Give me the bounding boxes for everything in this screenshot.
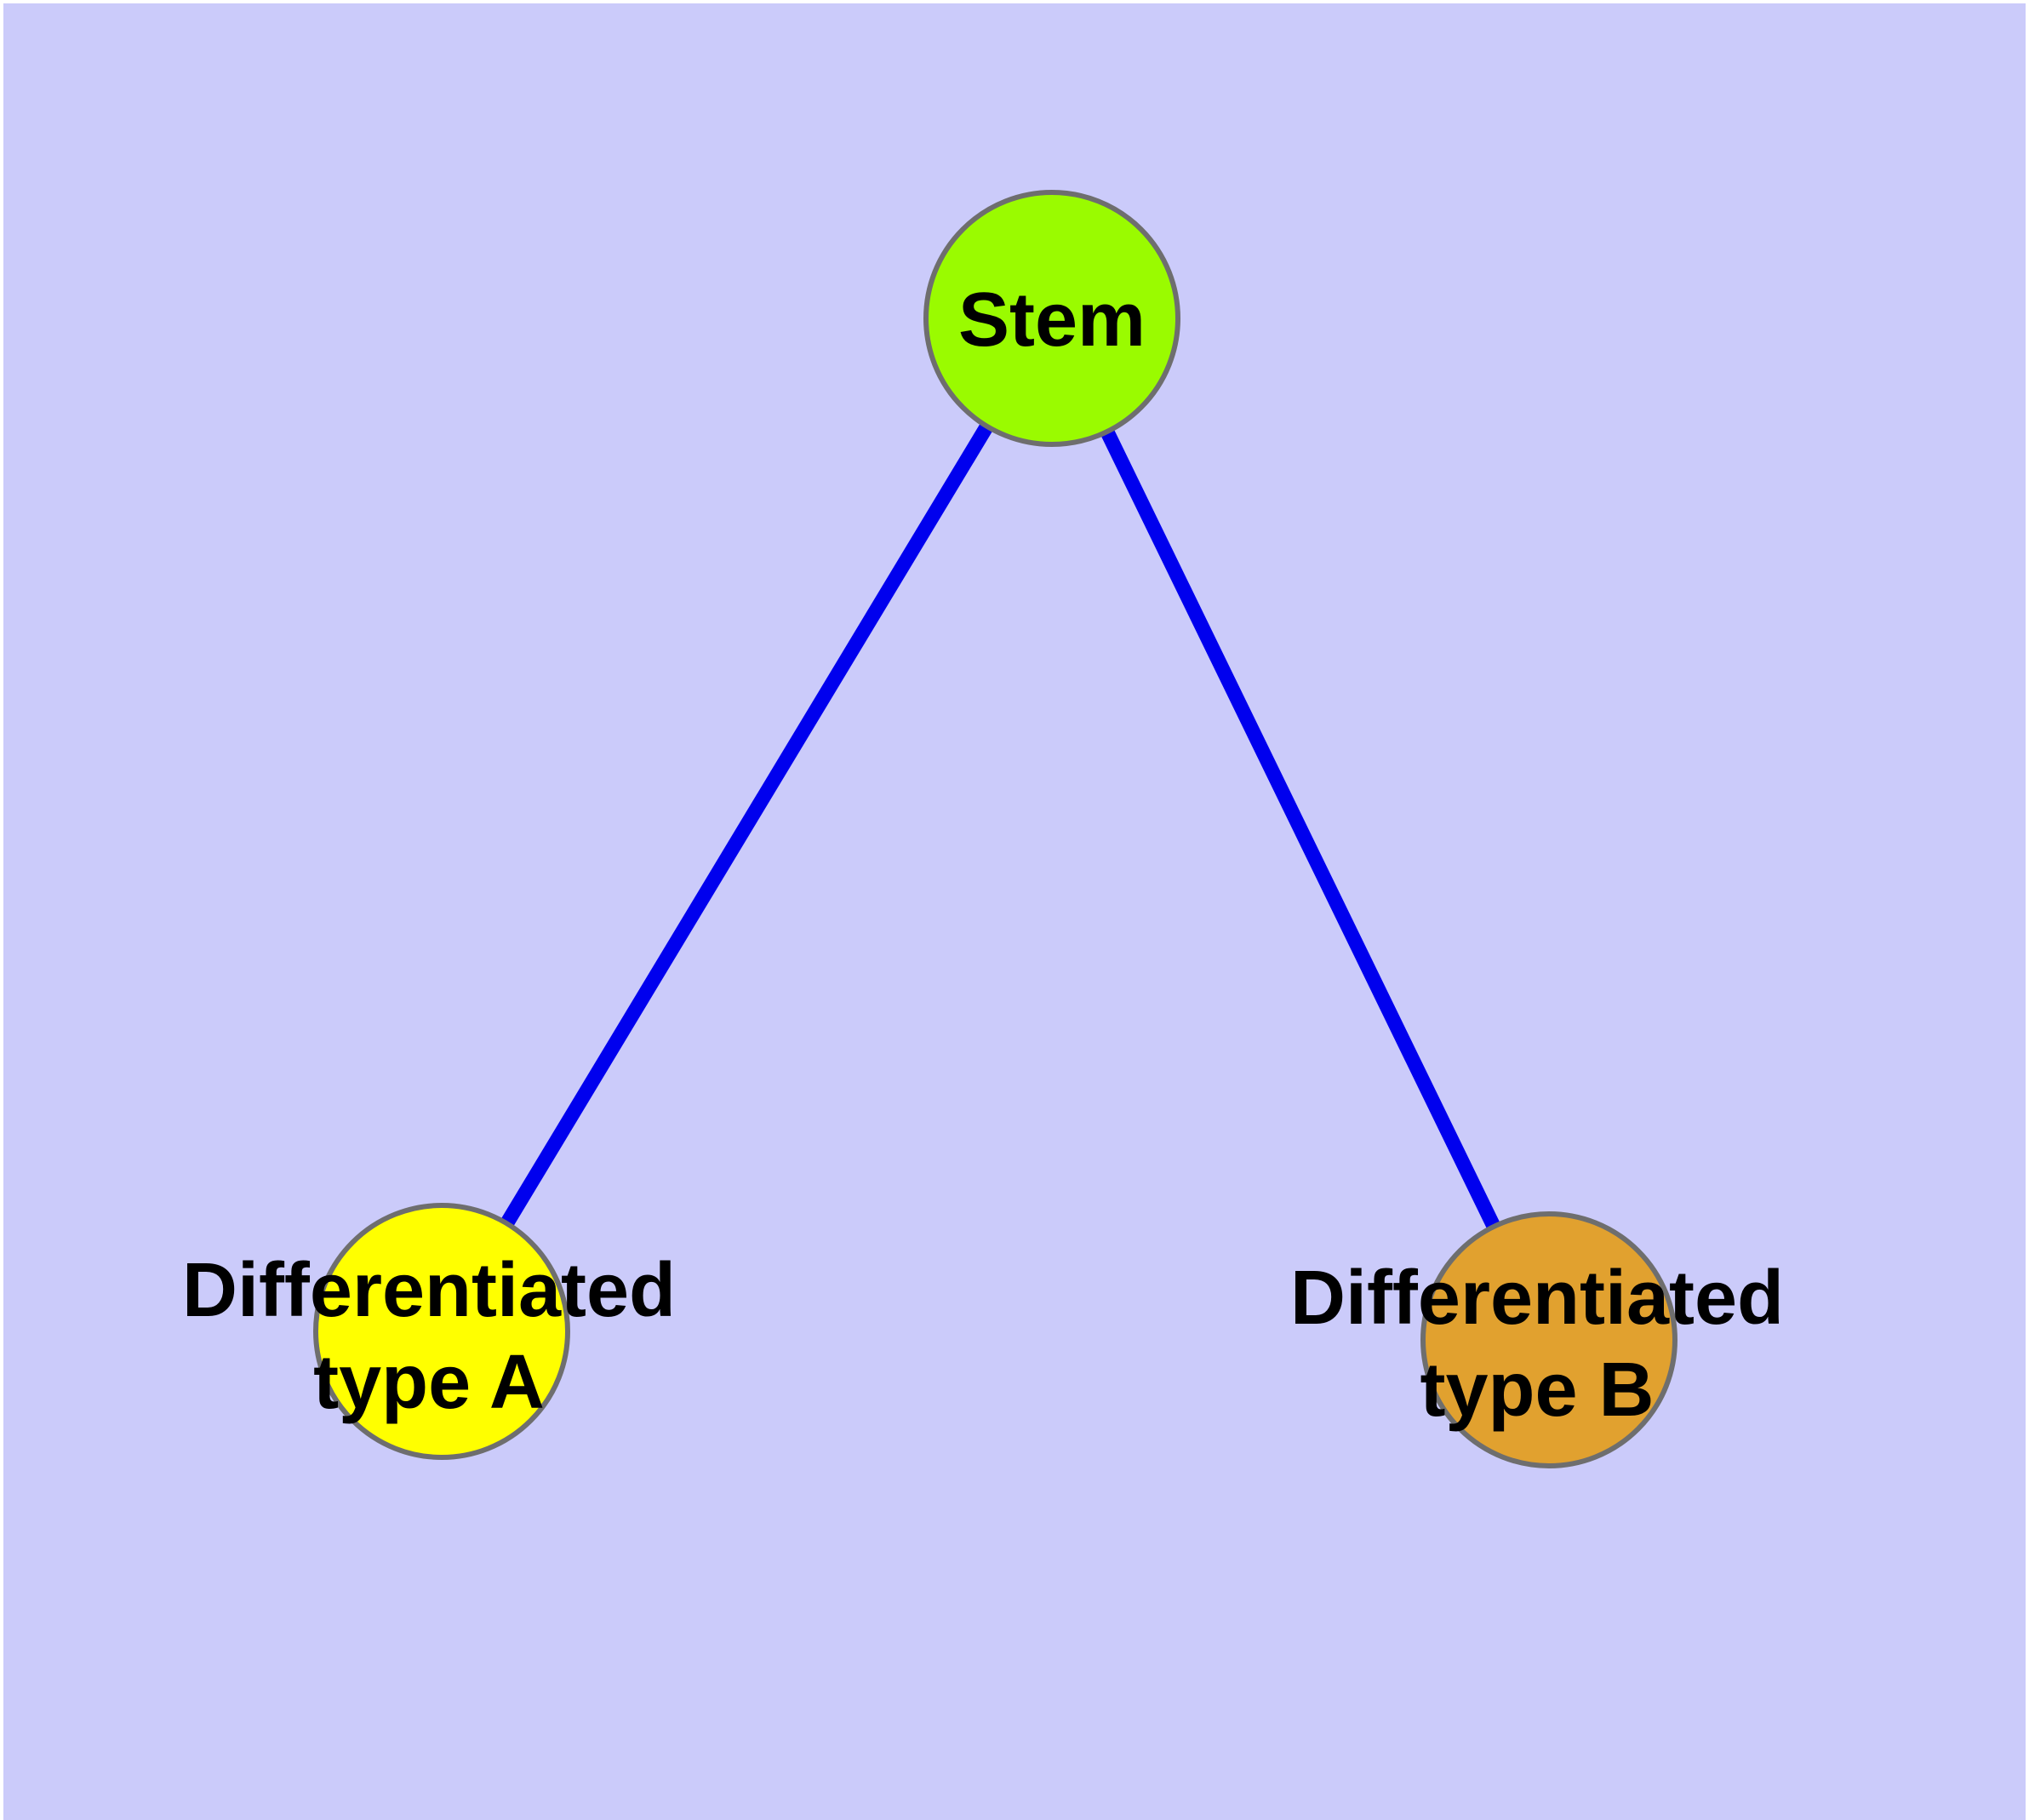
node-type-b-circle	[1420, 1211, 1677, 1468]
node-stem-circle	[923, 190, 1180, 447]
edge-stem-to-type-b	[1045, 315, 1556, 1343]
edge-group	[435, 314, 1556, 1343]
node-type-a-label-line2: type A	[313, 1340, 545, 1425]
node-type-a-circle	[313, 1203, 570, 1460]
node-type-b-label-line1: Differentiated	[1290, 1256, 1784, 1341]
node-differentiated-type-b: Differentiated type B	[1290, 1211, 1784, 1468]
node-type-b-label-line2: type B	[1420, 1348, 1654, 1433]
node-type-a-label-line1: Differentiated	[182, 1248, 676, 1333]
node-stem: Stem	[923, 190, 1180, 447]
node-differentiated-type-a: Differentiated type A	[182, 1203, 676, 1460]
edge-stem-to-type-a	[435, 314, 1059, 1336]
node-stem-label: Stem	[958, 278, 1146, 363]
